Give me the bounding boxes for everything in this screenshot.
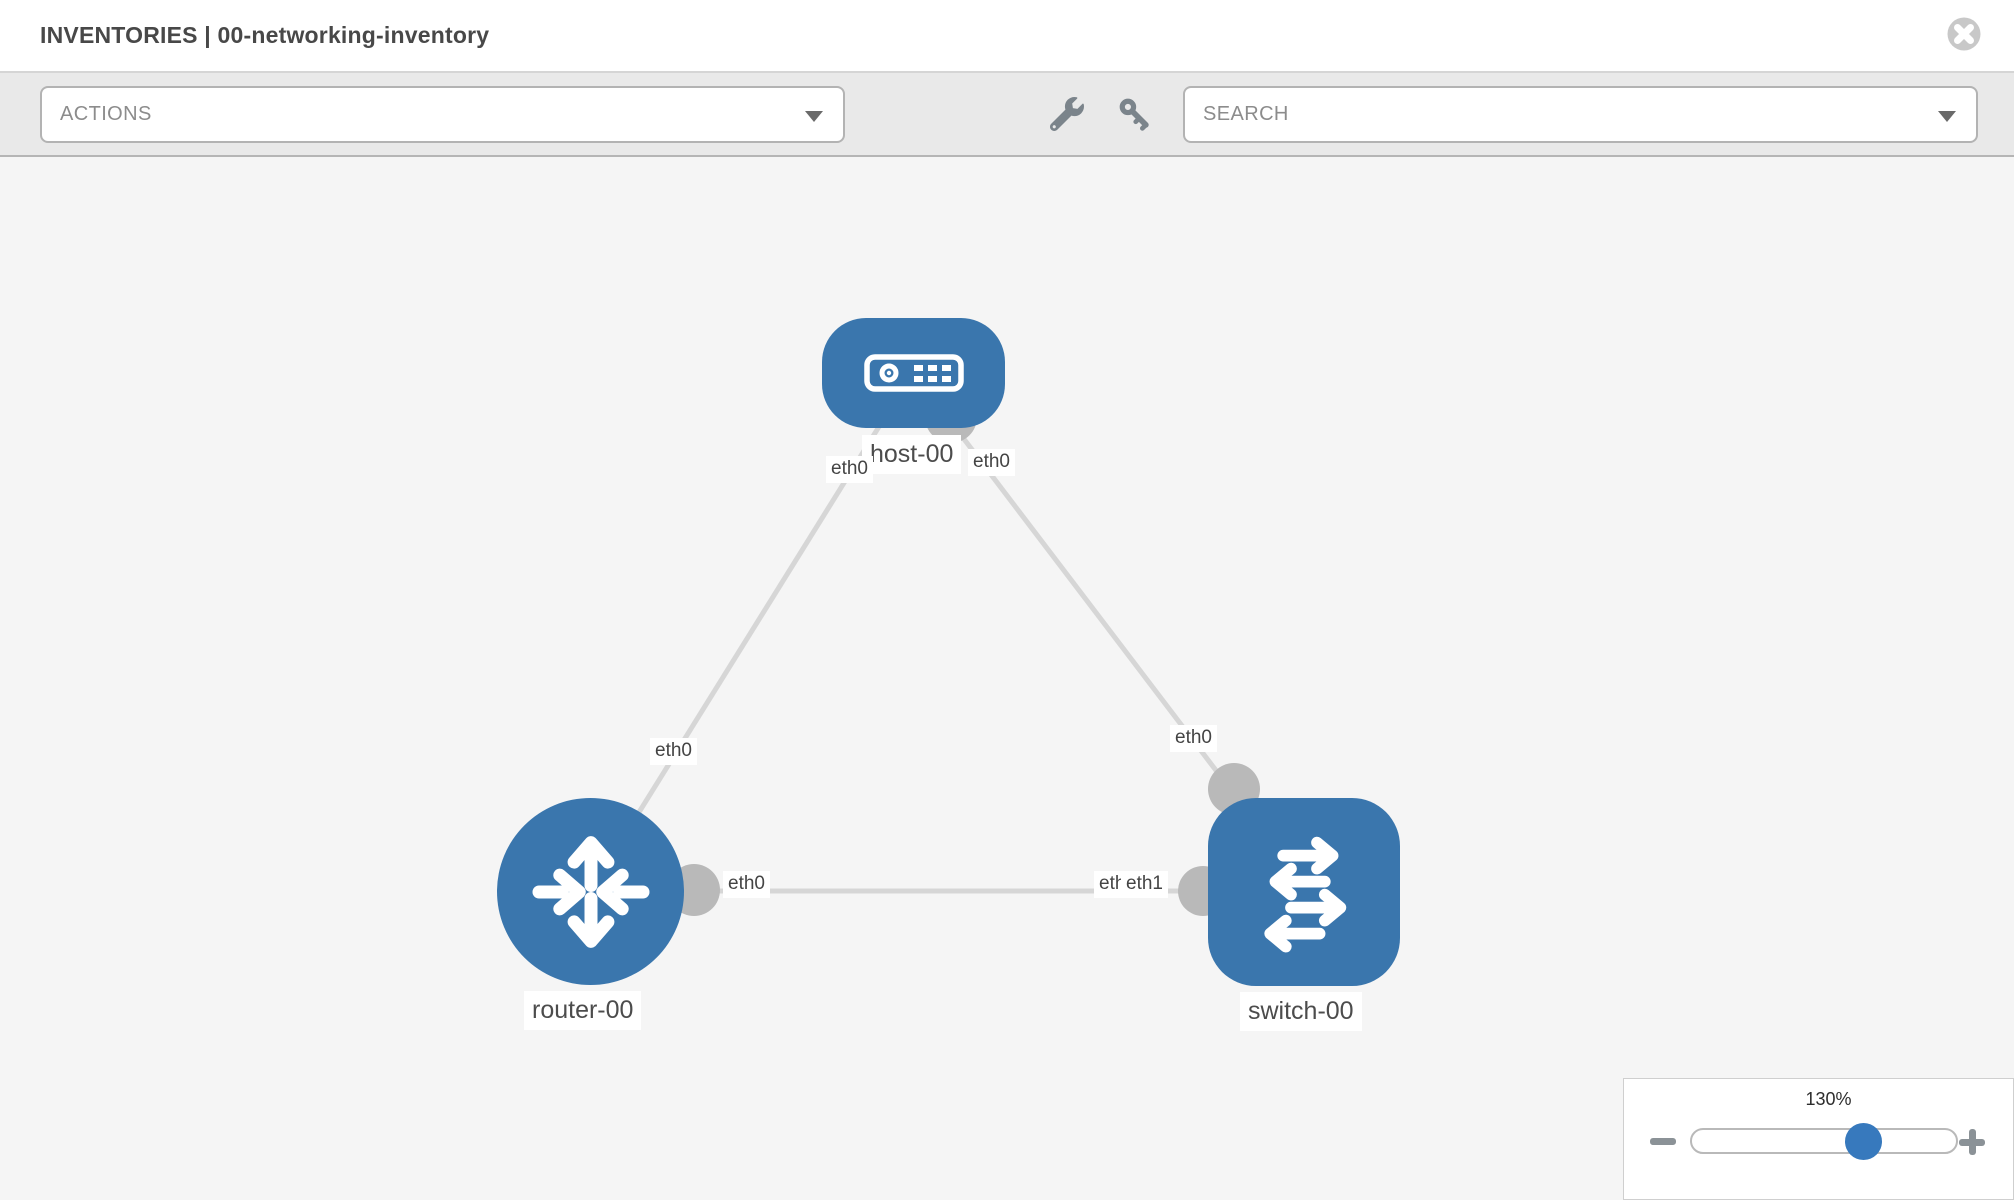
close-icon[interactable] (1946, 16, 1982, 52)
caret-down-icon (805, 110, 823, 122)
node-label-host-00: host-00 (862, 435, 962, 475)
caret-down-icon (1938, 110, 1956, 122)
topology-canvas[interactable]: host-00 router-00 switch-00 eth0 eth0 et… (0, 157, 2014, 1200)
minus-icon[interactable] (1650, 1138, 1676, 1145)
plus-icon[interactable] (1959, 1129, 1985, 1155)
search-dropdown[interactable]: SEARCH (1183, 86, 1978, 143)
zoom-control-panel: 130% (1623, 1078, 2014, 1200)
interface-label-router-eth0-top: eth0 (650, 738, 697, 765)
server-icon (863, 354, 964, 392)
key-icon[interactable] (1118, 97, 1152, 131)
node-label-router-00: router-00 (524, 991, 642, 1031)
interface-label-switch-eth1: eth1 (1121, 871, 1168, 898)
actions-dropdown[interactable]: ACTIONS (40, 86, 845, 143)
node-switch-00[interactable] (1208, 798, 1400, 986)
interface-label-switch-eth0-top: eth0 (1170, 725, 1217, 752)
route-arrows-icon (532, 835, 649, 948)
node-label-switch-00: switch-00 (1240, 992, 1362, 1032)
header-bar: INVENTORIES | 00-networking-inventory (0, 0, 2014, 73)
switch-arrows-icon (1264, 836, 1347, 953)
actions-dropdown-label: ACTIONS (60, 103, 152, 125)
node-router-00[interactable] (497, 798, 684, 985)
page-title: INVENTORIES | 00-networking-inventory (40, 22, 490, 48)
topology-links-layer (587, 370, 1304, 916)
node-host-00[interactable] (822, 318, 1005, 428)
zoom-slider-track[interactable] (1690, 1123, 1958, 1160)
interface-label-router-eth0-side: eth0 (723, 871, 770, 898)
interface-label-host-eth0-left: eth0 (826, 456, 873, 483)
toolbar: ACTIONS SEARCH (0, 73, 2014, 157)
zoom-level-value: 130% (1805, 1089, 1852, 1109)
interface-label-host-eth0-right: eth0 (968, 449, 1015, 476)
wrench-icon[interactable] (1050, 97, 1084, 131)
zoom-slider-knob[interactable] (1845, 1123, 1882, 1160)
search-dropdown-label: SEARCH (1203, 103, 1289, 125)
